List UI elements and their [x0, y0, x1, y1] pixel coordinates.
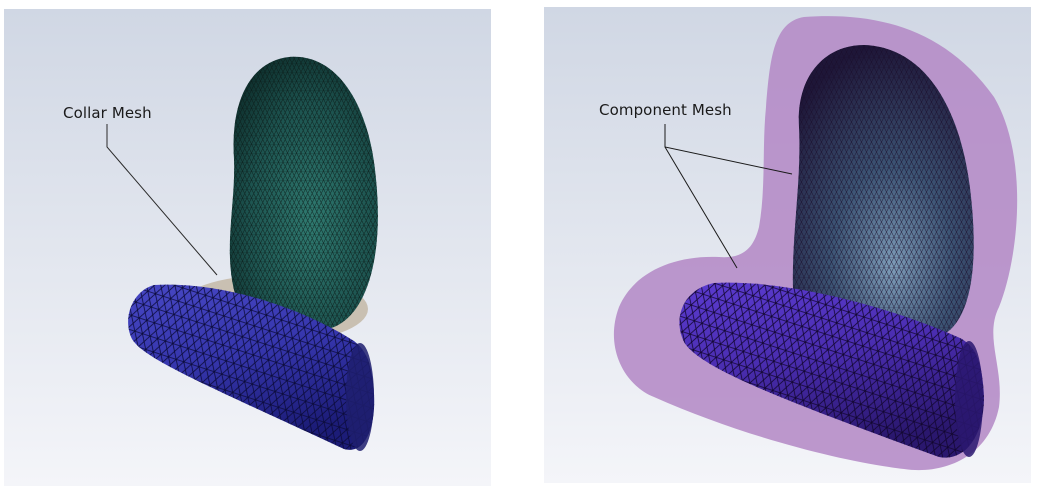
collar-mesh-panel: Collar Mesh: [4, 9, 491, 486]
collar-mesh-render: [4, 9, 491, 486]
component-mesh-panel: Component Mesh: [544, 7, 1031, 483]
cylinder-end-cap: [346, 343, 374, 451]
callout-label-collar-mesh: Collar Mesh: [63, 104, 152, 122]
component-mesh-render: [544, 7, 1031, 483]
callout-leader-line-lower: [664, 146, 738, 269]
cylinder-end-cap: [955, 341, 983, 457]
callout-leader-line: [106, 124, 218, 276]
callout-label-component-mesh: Component Mesh: [599, 101, 732, 119]
